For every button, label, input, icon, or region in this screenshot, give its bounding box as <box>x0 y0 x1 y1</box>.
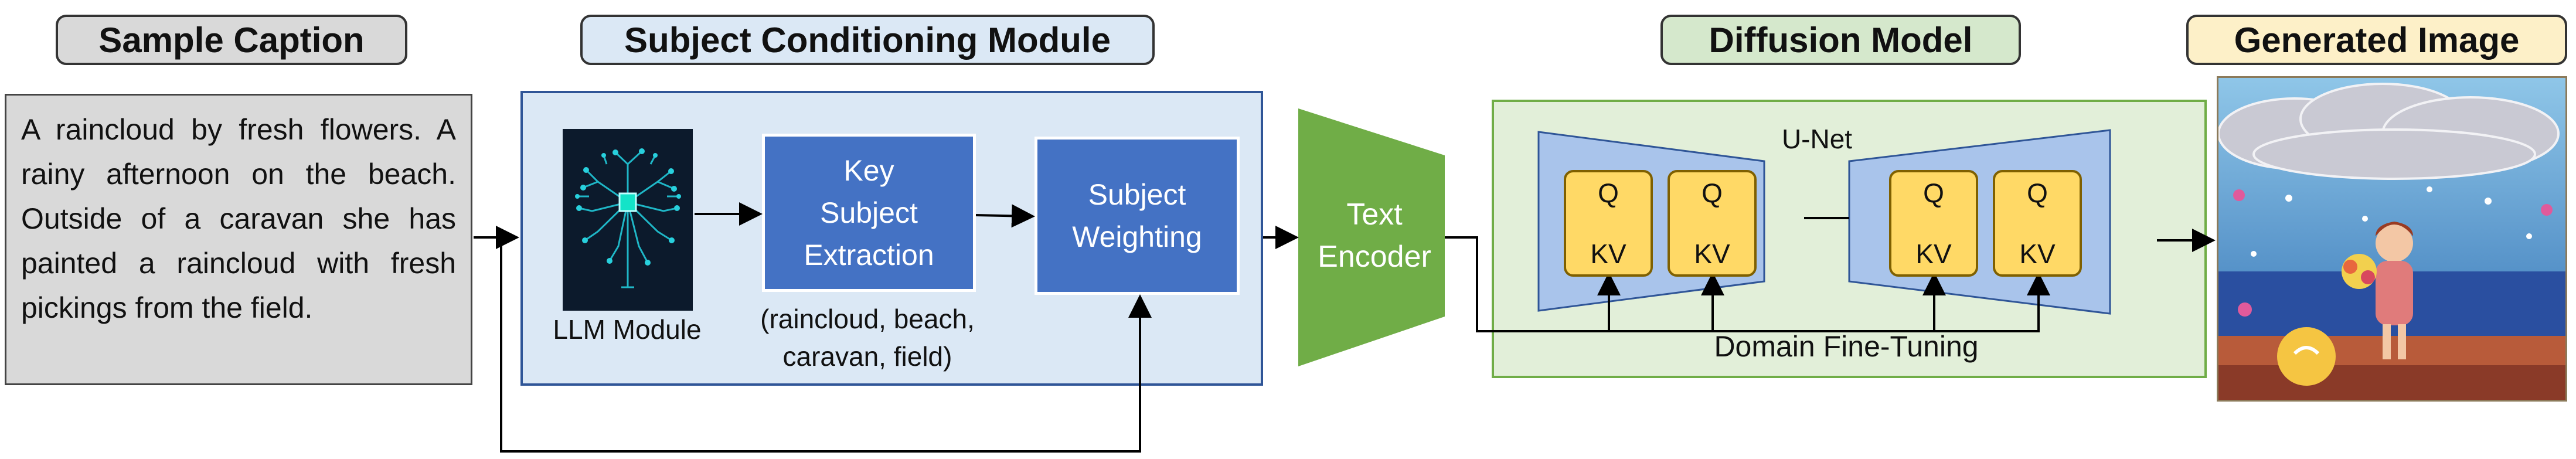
query-label: Q <box>1598 178 1619 208</box>
kse-line-3: Extraction <box>804 239 934 271</box>
key-value-label: KV <box>1915 239 1952 269</box>
attention-block-2: Q KV <box>1668 170 1757 277</box>
text-encoder-shape <box>1298 108 1445 366</box>
query-label: Q <box>2027 178 2048 208</box>
kse-line-2: Subject <box>820 196 918 229</box>
diffusion-model-header: Diffusion Model <box>1660 15 2021 65</box>
text-encoder-line-1: Text <box>1346 198 1403 232</box>
llm-module-label: LLM Module <box>553 314 702 345</box>
attention-block-4: Q KV <box>1993 170 2082 277</box>
sample-caption-header: Sample Caption <box>56 15 407 65</box>
caption-text-box: A raincloud by fresh flowers. A rainy af… <box>5 94 472 385</box>
text-encoder-label: Text Encoder <box>1304 193 1445 278</box>
attention-block-1: Q KV <box>1564 170 1653 277</box>
key-subjects-list: (raincloud, beach, caravan, field) <box>727 300 1008 375</box>
key-value-label: KV <box>2019 239 2056 269</box>
unet-label: U-Net <box>1781 124 1853 154</box>
domain-fine-tuning-label: Domain Fine-Tuning <box>1714 330 1979 363</box>
key-subject-extraction-box: Key Subject Extraction <box>762 134 976 292</box>
llm-brain-icon <box>563 129 693 311</box>
key-value-label: KV <box>1694 239 1730 269</box>
query-label: Q <box>1702 178 1723 208</box>
key-value-label: KV <box>1590 239 1626 269</box>
generated-painting-image <box>2217 76 2567 402</box>
text-encoder-line-2: Encoder <box>1318 240 1431 274</box>
query-label: Q <box>1923 178 1944 208</box>
subject-conditioning-header: Subject Conditioning Module <box>580 15 1155 65</box>
sw-line-1: Subject <box>1088 178 1186 211</box>
attention-block-3: Q KV <box>1889 170 1978 277</box>
subject-weighting-box: Subject Weighting <box>1035 137 1240 295</box>
generated-image-header: Generated Image <box>2186 15 2567 65</box>
key-subjects-line-1: (raincloud, beach, <box>760 304 975 334</box>
sw-line-2: Weighting <box>1072 220 1202 253</box>
kse-line-1: Key <box>843 154 894 187</box>
key-subjects-line-2: caravan, field) <box>782 341 952 372</box>
